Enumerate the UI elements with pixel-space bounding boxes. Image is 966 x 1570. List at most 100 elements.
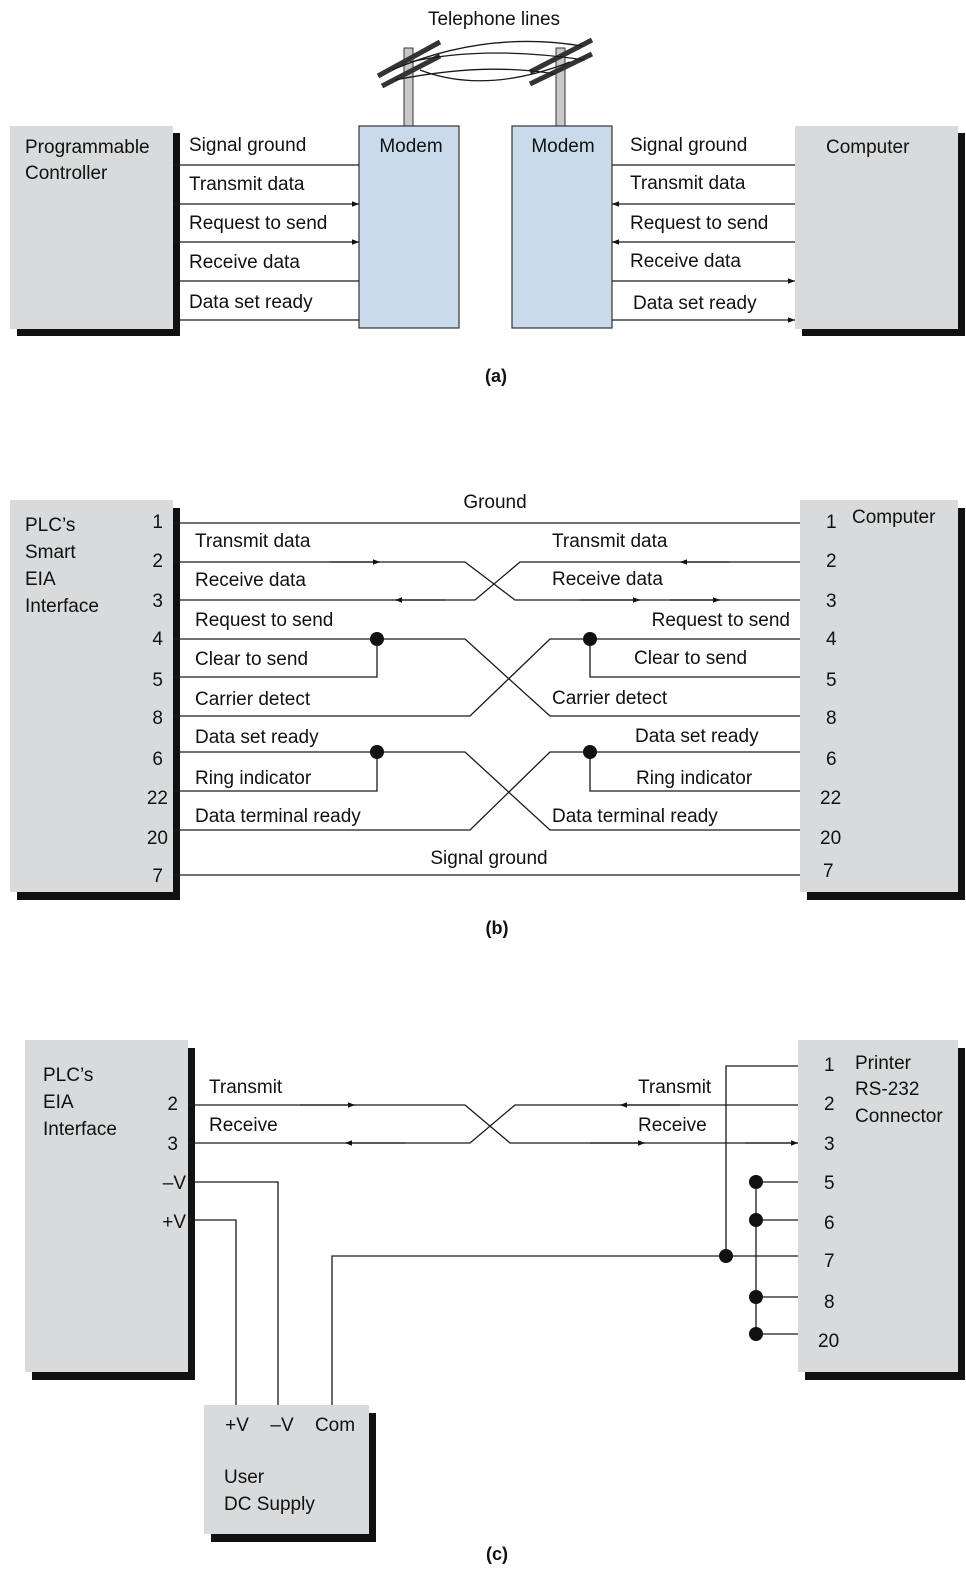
- modem-left-label: Modem: [379, 136, 442, 157]
- c-right-pin-20: 20: [818, 1331, 839, 1352]
- b-right-junction-dot-1: [583, 632, 597, 646]
- c-left-pin-3: 3: [167, 1134, 178, 1155]
- b-left-data-terminal-ready: Data terminal ready: [195, 806, 361, 827]
- b-left-pin-1: 1: [152, 512, 163, 533]
- c-right-pin-7: 7: [824, 1251, 835, 1272]
- caption-c: (c): [486, 1544, 508, 1564]
- c-right-pin-1: 1: [824, 1055, 835, 1076]
- printer-rs232-box: [798, 1040, 958, 1372]
- c-junction-dot-pin6: [749, 1213, 763, 1227]
- b-right-pin-7: 7: [823, 861, 834, 882]
- c-left-pin-2: 2: [167, 1094, 178, 1115]
- b-left-junction-dot-1: [370, 632, 384, 646]
- programmable-controller-label-2: Controller: [25, 163, 108, 184]
- panel-b: PLC’s Smart EIA Interface Computer 1 2 3…: [10, 492, 965, 938]
- b-left-request-to-send: Request to send: [195, 610, 333, 631]
- printer-label-1: Printer: [855, 1053, 912, 1074]
- b-right-receive-data: Receive data: [552, 569, 663, 590]
- plc-smart-label-3: EIA: [25, 569, 56, 590]
- modem-right-label: Modem: [531, 136, 594, 157]
- supply-terminal-minus-v: –V: [270, 1415, 294, 1436]
- printer-label-2: RS-232: [855, 1079, 919, 1100]
- a-right-transmit-data: Transmit data: [630, 173, 746, 194]
- computer-label-b: Computer: [852, 507, 936, 528]
- b-left-pin-22: 22: [147, 788, 168, 809]
- b-right-carrier-detect: Carrier detect: [552, 688, 668, 709]
- supply-terminal-com: Com: [315, 1415, 355, 1436]
- c-junction-dot-pin7: [719, 1249, 733, 1263]
- a-right-request-to-send: Request to send: [630, 213, 768, 234]
- telephone-lines-label: Telephone lines: [428, 9, 560, 30]
- b-right-pin-22: 22: [820, 788, 841, 809]
- a-left-receive-data: Receive data: [189, 252, 300, 273]
- b-left-clear-to-send: Clear to send: [195, 649, 308, 670]
- b-right-data-terminal-ready: Data terminal ready: [552, 806, 718, 827]
- plc-smart-label-1: PLC’s: [25, 515, 75, 536]
- plc-smart-eia-box: [10, 500, 173, 892]
- plc-eia-label-1: PLC’s: [43, 1065, 93, 1086]
- c-right-pin-6: 6: [824, 1213, 835, 1234]
- b-right-junction-dot-2: [583, 745, 597, 759]
- b-left-pin-20: 20: [147, 828, 168, 849]
- b-right-pin-1: 1: [826, 512, 837, 533]
- a-right-receive-data: Receive data: [630, 251, 741, 272]
- supply-terminal-plus-v: +V: [225, 1415, 249, 1436]
- b-right-pin-5: 5: [826, 670, 837, 691]
- modem-right: [511, 125, 613, 329]
- b-left-pin-3: 3: [152, 591, 163, 612]
- b-left-pin-5: 5: [152, 670, 163, 691]
- panel-c: PLC’s EIA Interface Printer RS-232 Conne…: [25, 1040, 965, 1564]
- programmable-controller-label-1: Programmable: [25, 137, 150, 158]
- b-left-pin-7: 7: [152, 866, 163, 887]
- c-junction-dot-pin5: [749, 1175, 763, 1189]
- computer-box-a: [795, 126, 958, 329]
- a-right-signal-ground: Signal ground: [630, 135, 747, 156]
- plc-eia-interface-box: [25, 1040, 188, 1372]
- user-dc-supply-label-1: User: [224, 1467, 265, 1488]
- b-right-pin-2: 2: [826, 551, 837, 572]
- a-left-transmit-data: Transmit data: [189, 174, 305, 195]
- b-right-pin-3: 3: [826, 591, 837, 612]
- b-right-pin-6: 6: [826, 749, 837, 770]
- b-left-transmit-data: Transmit data: [195, 531, 311, 552]
- plc-smart-label-2: Smart: [25, 542, 76, 563]
- b-right-pin-4: 4: [826, 629, 837, 650]
- plc-eia-label-2: EIA: [43, 1092, 74, 1113]
- b-left-pin-4: 4: [152, 629, 163, 650]
- b-right-clear-to-send: Clear to send: [634, 648, 747, 669]
- b-ground-label: Ground: [463, 492, 526, 513]
- printer-label-3: Connector: [855, 1106, 943, 1127]
- a-right-data-set-ready: Data set ready: [633, 293, 757, 314]
- c-left-pin-plus-v: +V: [162, 1212, 186, 1233]
- modem-left: [358, 125, 460, 329]
- plc-smart-label-4: Interface: [25, 596, 99, 617]
- user-dc-supply-box: [204, 1405, 369, 1534]
- programmable-controller-box: [10, 126, 173, 329]
- b-right-data-set-ready: Data set ready: [635, 726, 759, 747]
- c-right-pin-8: 8: [824, 1292, 835, 1313]
- c-right-pin-3: 3: [824, 1134, 835, 1155]
- b-signal-ground-label: Signal ground: [430, 848, 547, 869]
- b-right-ring-indicator: Ring indicator: [636, 768, 753, 789]
- b-left-pin-8: 8: [152, 708, 163, 729]
- c-right-pin-2: 2: [824, 1094, 835, 1115]
- b-left-pin-2: 2: [152, 551, 163, 572]
- c-right-receive: Receive: [638, 1115, 707, 1136]
- computer-label-a: Computer: [826, 137, 910, 158]
- c-left-transmit: Transmit: [209, 1077, 283, 1098]
- c-right-transmit: Transmit: [638, 1077, 712, 1098]
- caption-a: (a): [485, 366, 507, 386]
- user-dc-supply-label-2: DC Supply: [224, 1494, 315, 1515]
- b-left-receive-data: Receive data: [195, 570, 306, 591]
- caption-b: (b): [486, 918, 509, 938]
- c-junction-dot-pin20: [749, 1327, 763, 1341]
- c-right-pin-5: 5: [824, 1173, 835, 1194]
- a-left-request-to-send: Request to send: [189, 213, 327, 234]
- telephone-poles: [376, 37, 594, 129]
- c-junction-dot-pin8: [749, 1290, 763, 1304]
- b-right-request-to-send: Request to send: [652, 610, 790, 631]
- a-left-data-set-ready: Data set ready: [189, 292, 313, 313]
- plc-eia-label-3: Interface: [43, 1119, 117, 1140]
- c-left-receive: Receive: [209, 1115, 278, 1136]
